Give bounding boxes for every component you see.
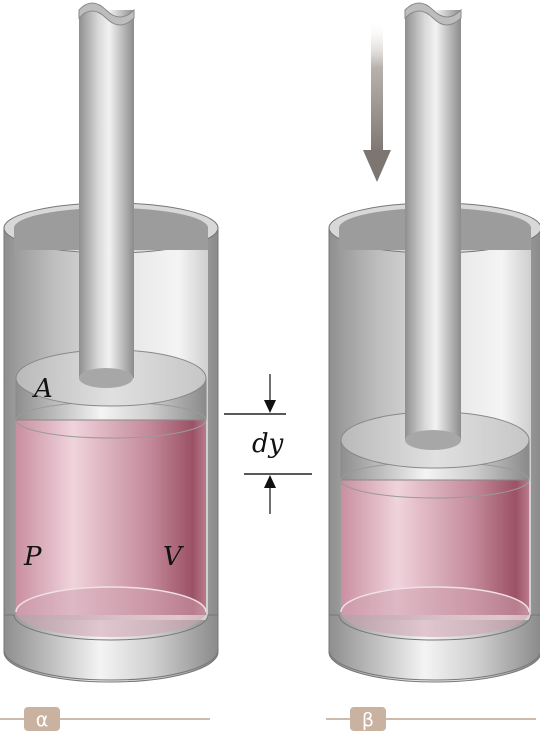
piston-rod-alpha (78, 2, 135, 388)
panel-tag-beta: β (326, 707, 536, 731)
label-displacement: dy (252, 429, 284, 459)
cylinder-beta (328, 2, 540, 683)
panel-tag-alpha: α (0, 707, 210, 731)
label-pressure: P (23, 542, 42, 572)
gas-alpha (16, 420, 206, 615)
piston-rod-beta (404, 2, 462, 450)
label-area: A (32, 374, 53, 404)
dimension-arrow-down-icon (264, 400, 276, 413)
label-volume: V (163, 542, 184, 572)
displacement-dimension (224, 374, 312, 514)
cylinder-alpha (3, 2, 219, 683)
dimension-arrow-up-icon (264, 475, 276, 488)
panel-tag-alpha-label: α (36, 709, 49, 731)
down-arrow-icon (363, 20, 391, 182)
panel-tag-beta-label: β (362, 709, 374, 731)
